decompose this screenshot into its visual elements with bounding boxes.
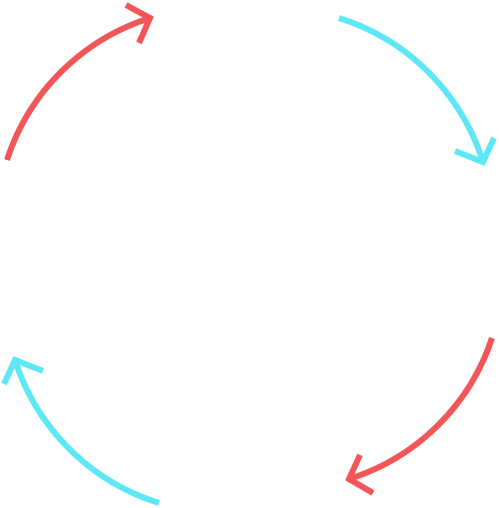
arrow-top-left <box>4 2 154 161</box>
arrow-top-right-head <box>453 136 497 166</box>
arrow-top-left-arc <box>4 15 151 161</box>
arrow-bottom-left <box>1 356 160 506</box>
arrow-bottom-left-head <box>1 356 45 386</box>
arrow-bottom-right-arc <box>348 337 495 482</box>
arrow-top-right <box>338 15 497 166</box>
arrow-bottom-right-head <box>345 453 375 496</box>
arrow-bottom-left-arc <box>12 359 160 506</box>
arrow-top-right-arc <box>338 15 486 163</box>
arrow-bottom-right <box>345 337 495 496</box>
arrow-top-left-head <box>124 2 154 45</box>
